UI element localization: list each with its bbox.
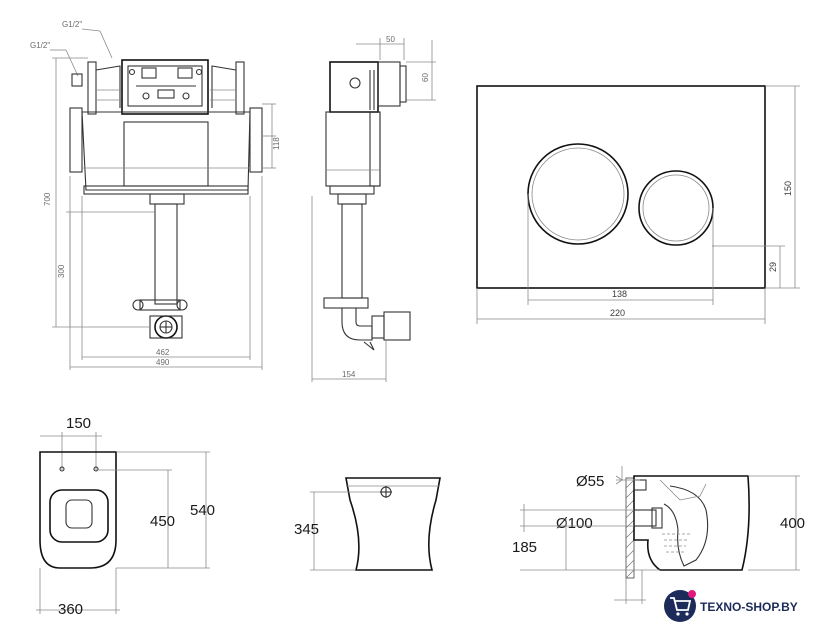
button-offset-29-label: 29 bbox=[768, 262, 778, 272]
inlet-side-label: G1/2" bbox=[30, 41, 50, 50]
height-345-label: 345 bbox=[294, 521, 319, 538]
width-360-label: 360 bbox=[58, 601, 83, 618]
width-490-label: 490 bbox=[156, 358, 170, 367]
bowl-side-view: Ø55 Ø100 185 400 bbox=[512, 466, 805, 604]
water-surface bbox=[662, 533, 690, 553]
inlet-diameter-label: Ø55 bbox=[576, 473, 604, 490]
bracket-118-label: 118 bbox=[272, 137, 281, 150]
cart-icon bbox=[670, 597, 692, 616]
depth-450-label: 450 bbox=[150, 513, 175, 530]
bowl-top-view: 150 450 540 360 bbox=[36, 415, 215, 618]
button-span-138-label: 138 bbox=[612, 289, 627, 299]
height-60-label: 60 bbox=[421, 73, 430, 82]
outlet-diameter-label: Ø100 bbox=[556, 515, 593, 532]
large-flush-button bbox=[527, 143, 629, 245]
height-300-label: 300 bbox=[57, 264, 66, 278]
shop-name: TEXNO-SHOP.BY bbox=[700, 600, 798, 614]
hole-spacing-150-label: 150 bbox=[66, 415, 91, 432]
outlet-height-185-label: 185 bbox=[512, 539, 537, 556]
depth-154-label: 154 bbox=[342, 370, 356, 379]
plate-height-150-label: 150 bbox=[783, 181, 793, 196]
height-700-label: 700 bbox=[43, 192, 52, 206]
flush-plate-view: 150 29 138 220 bbox=[476, 85, 800, 324]
width-462-label: 462 bbox=[156, 348, 170, 357]
plate-width-220-label: 220 bbox=[610, 308, 625, 318]
height-400-label: 400 bbox=[780, 515, 805, 532]
bowl-front-view: 345 bbox=[294, 477, 441, 571]
small-flush-button bbox=[638, 170, 714, 246]
cistern-side-view: 50 60 154 bbox=[311, 35, 436, 382]
shop-watermark: TEXNO-SHOP.BY bbox=[664, 590, 798, 622]
depth-50-label: 50 bbox=[386, 35, 395, 44]
depth-540-label: 540 bbox=[190, 502, 215, 519]
wall-hatching bbox=[625, 479, 635, 579]
cistern-front-view: G1/2" G1/2" bbox=[30, 20, 281, 370]
inlet-top-label: G1/2" bbox=[62, 20, 82, 29]
